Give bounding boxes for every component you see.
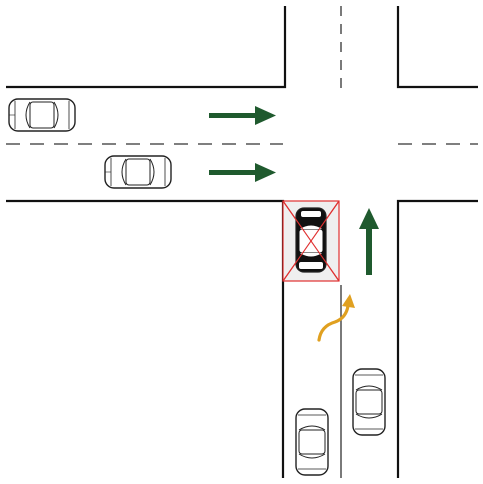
car-west-bottom [104, 155, 172, 189]
green-arrows [209, 106, 379, 275]
car-west-top [8, 98, 76, 132]
highlighted-car-group [282, 200, 340, 282]
lane-change-arrow [317, 294, 355, 342]
car-highlighted [295, 207, 327, 273]
north-arrow [359, 208, 379, 275]
car-south-right [352, 368, 386, 436]
east-arrow-upper [209, 106, 276, 125]
road-edge-top-right [396, 6, 478, 89]
road-edge-bottom-right [396, 199, 478, 478]
highlight-x-over-2 [282, 200, 340, 282]
car-south-left [295, 408, 329, 476]
road-edge-top-left [6, 6, 287, 89]
east-arrow-lower [209, 163, 276, 182]
